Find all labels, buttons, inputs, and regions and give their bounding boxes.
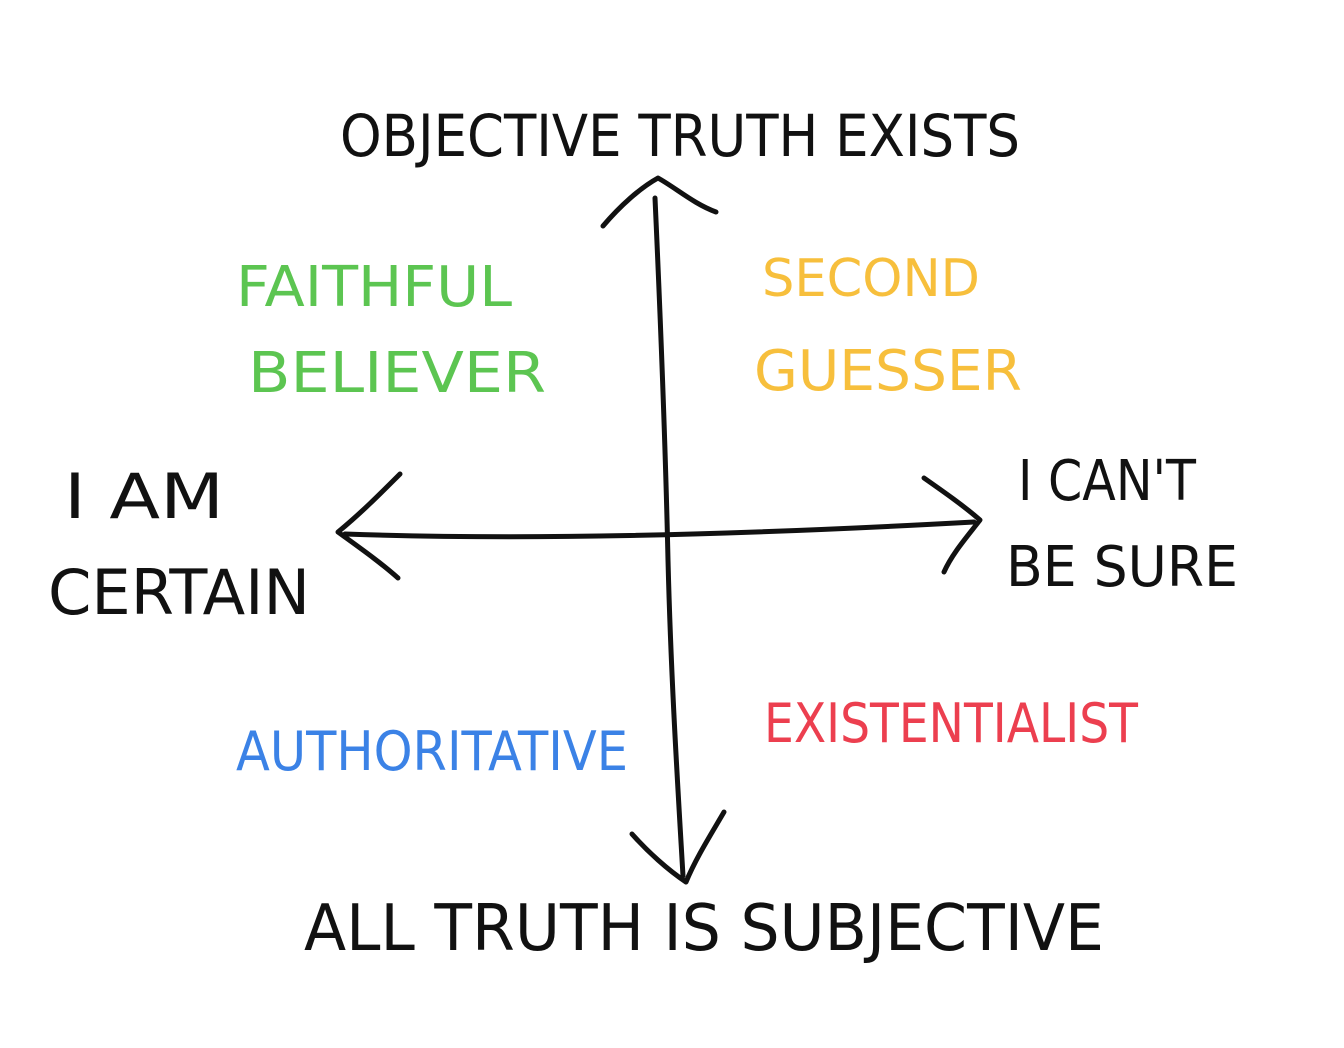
horizontal-axis-line bbox=[342, 519, 977, 540]
axis-label-right-line-2: BE SURE bbox=[1006, 535, 1238, 600]
axis-label-left-line-2: CERTAIN bbox=[48, 556, 310, 629]
quadrant-top-left: FAITHFUL BELIEVER bbox=[236, 255, 546, 406]
quadrant-top-left-line-1: FAITHFUL bbox=[236, 255, 512, 320]
axis-label-right: I CAN'T BE SURE bbox=[1006, 449, 1238, 600]
quadrant-top-right-line-2: GUESSER bbox=[754, 339, 1022, 404]
axes bbox=[335, 175, 983, 885]
quadrant-top-right-line-1: SECOND bbox=[762, 249, 980, 309]
axis-label-bottom: ALL TRUTH IS SUBJECTIVE bbox=[304, 892, 1104, 966]
quadrant-bottom-left: AUTHORITATIVE bbox=[236, 720, 628, 783]
vertical-axis-line bbox=[652, 195, 686, 879]
axis-label-top-line-1: OBJECTIVE TRUTH EXISTS bbox=[340, 102, 1020, 170]
quadrant-top-left-line-2: BELIEVER bbox=[248, 341, 546, 406]
horizontal-axis-arrow-left bbox=[335, 471, 403, 581]
quadrant-bottom-right: EXISTENTIALIST bbox=[764, 692, 1139, 755]
axis-label-left: I AM CERTAIN bbox=[48, 460, 310, 629]
axis-label-top: OBJECTIVE TRUTH EXISTS bbox=[340, 102, 1020, 170]
quadrant-bottom-left-line-1: AUTHORITATIVE bbox=[236, 720, 628, 783]
quadrant-bottom-right-line-1: EXISTENTIALIST bbox=[764, 692, 1139, 755]
axis-label-left-line-1: I AM bbox=[64, 460, 224, 533]
vertical-axis-arrow-down bbox=[629, 809, 727, 885]
quadrant-top-right: SECOND GUESSER bbox=[754, 249, 1022, 404]
axis-label-bottom-line-1: ALL TRUTH IS SUBJECTIVE bbox=[304, 892, 1104, 966]
vertical-axis-arrow-up bbox=[600, 175, 719, 229]
horizontal-axis-arrow-right bbox=[921, 475, 983, 575]
axis-label-right-line-1: I CAN'T bbox=[1018, 449, 1197, 514]
